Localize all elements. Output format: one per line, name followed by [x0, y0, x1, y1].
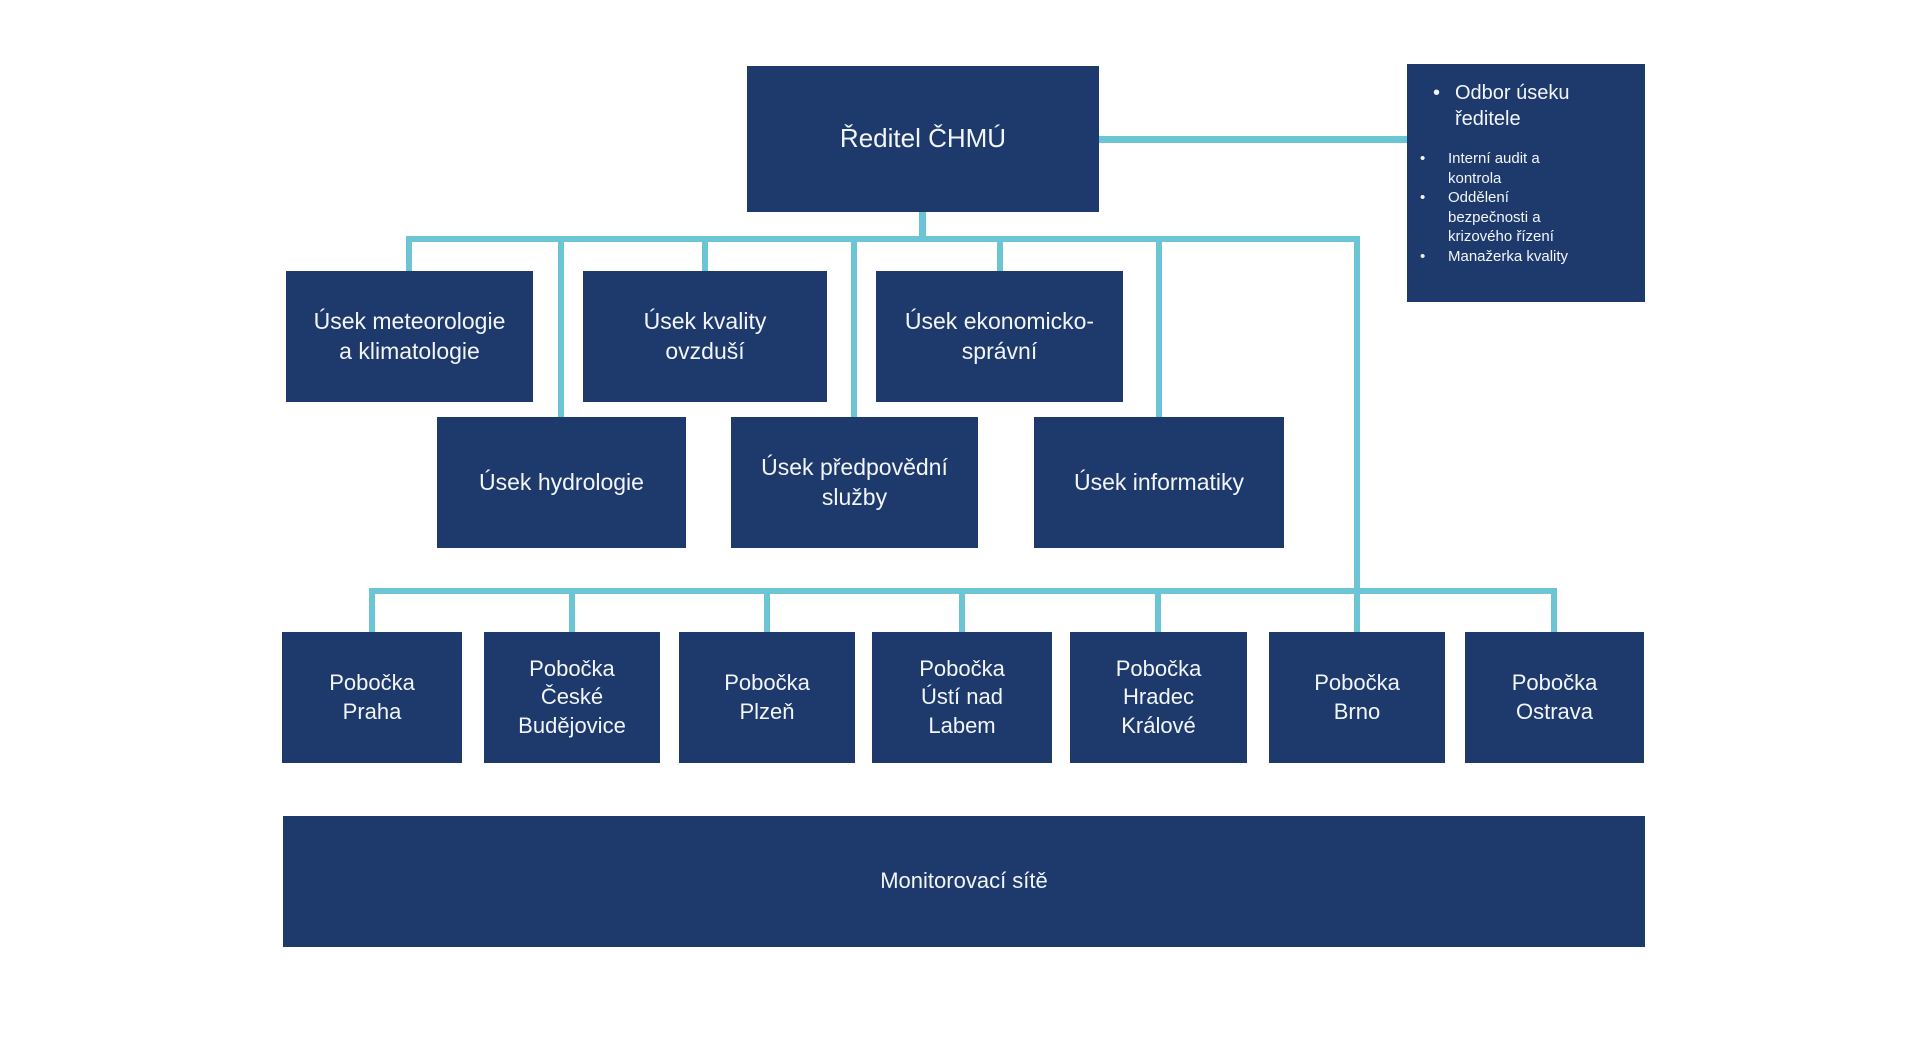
connector-drop-informatiky [1156, 241, 1162, 418]
office-title-label: Odbor úseku ředitele [1455, 82, 1570, 130]
org-box-director: Ředitel ČHMÚ [747, 66, 1099, 212]
division-label: Úsek informatiky [1074, 468, 1244, 495]
org-box-pobocka-ostrava: Pobočka Ostrava [1465, 632, 1644, 763]
connector-drop-ekonomicko [997, 241, 1003, 272]
org-box-director-office: • Odbor úseku ředitele • Interní audit a… [1407, 64, 1645, 302]
connector-branches-bus [369, 588, 1557, 594]
bullet-icon: • [1420, 247, 1426, 265]
org-box-predpovedni-sluzby: Úsek předpovědní služby [731, 417, 978, 548]
division-label: Úsek ekonomicko- správní [904, 308, 1095, 364]
office-item-row: • Interní audit a kontrola [1407, 149, 1637, 188]
org-box-pobocka-hradec-kralove: Pobočka Hradec Králové [1070, 632, 1247, 763]
org-box-ekonomicko-spravni: Úsek ekonomicko- správní [876, 271, 1123, 402]
org-box-meteorologie: Úsek meteorologie a klimatologie [286, 271, 533, 402]
branch-label: Pobočka Hradec Králové [1115, 656, 1202, 738]
director-label: Ředitel ČHMÚ [839, 123, 1007, 154]
branch-label: Pobočka České Budějovice [518, 656, 626, 738]
branch-label: Pobočka Praha [329, 670, 415, 724]
connector-drop-budejovice [569, 593, 575, 633]
branch-label: Pobočka Ústí nad Labem [919, 656, 1005, 738]
connector-director-to-office [1099, 136, 1407, 143]
office-item-label: Manažerka kvality [1448, 247, 1569, 265]
office-item-row: • Oddělení bezpečnosti a krizového řízen… [1407, 188, 1637, 247]
org-box-kvalita-ovzdusi: Úsek kvality ovzduší [583, 271, 827, 402]
org-box-pobocka-brno: Pobočka Brno [1269, 632, 1445, 763]
office-item-label: Interní audit a kontrola [1448, 150, 1540, 187]
connector-drop-predpovedni [851, 241, 857, 418]
connector-drop-praha [369, 593, 375, 633]
org-box-pobocka-usti-nad-labem: Pobočka Ústí nad Labem [872, 632, 1052, 763]
office-item-label: Oddělení bezpečnosti a krizového řízení [1448, 189, 1554, 245]
connector-drop-usti [959, 593, 965, 633]
bullet-icon: • [1420, 150, 1426, 167]
org-box-informatiky: Úsek informatiky [1034, 417, 1284, 548]
org-box-monitorovaci-site: Monitorovací sítě [283, 816, 1645, 947]
division-label: Úsek hydrologie [479, 468, 644, 495]
bullet-icon: • [1433, 82, 1441, 104]
bullet-icon: • [1420, 189, 1426, 206]
connector-drop-branches-column [1354, 241, 1360, 633]
branch-label: Pobočka Brno [1314, 670, 1400, 724]
org-box-hydrologie: Úsek hydrologie [437, 417, 686, 548]
branch-label: Pobočka Plzeň [724, 670, 810, 724]
connector-director-stub [919, 211, 926, 238]
office-title-row: • Odbor úseku ředitele [1407, 80, 1637, 132]
monitoring-label: Monitorovací sítě [880, 868, 1048, 894]
connector-drop-ostrava [1551, 593, 1557, 633]
org-box-pobocka-praha: Pobočka Praha [282, 632, 462, 763]
connector-drop-kvality [702, 241, 708, 272]
division-label: Úsek předpovědní služby [761, 454, 948, 510]
connector-drop-plzen [764, 593, 770, 633]
division-label: Úsek meteorologie a klimatologie [313, 308, 506, 364]
connector-divisions-bus [406, 236, 1360, 242]
branch-label: Pobočka Ostrava [1511, 670, 1598, 724]
connector-drop-hydrologie [558, 241, 564, 418]
office-item-row: • Manažerka kvality [1407, 247, 1637, 267]
org-box-pobocka-ceske-budejovice: Pobočka České Budějovice [484, 632, 660, 763]
division-label: Úsek kvality ovzduší [643, 308, 767, 364]
connector-drop-meteorologie [406, 241, 412, 272]
org-box-pobocka-plzen: Pobočka Plzeň [679, 632, 855, 763]
connector-drop-hradec [1155, 593, 1161, 633]
